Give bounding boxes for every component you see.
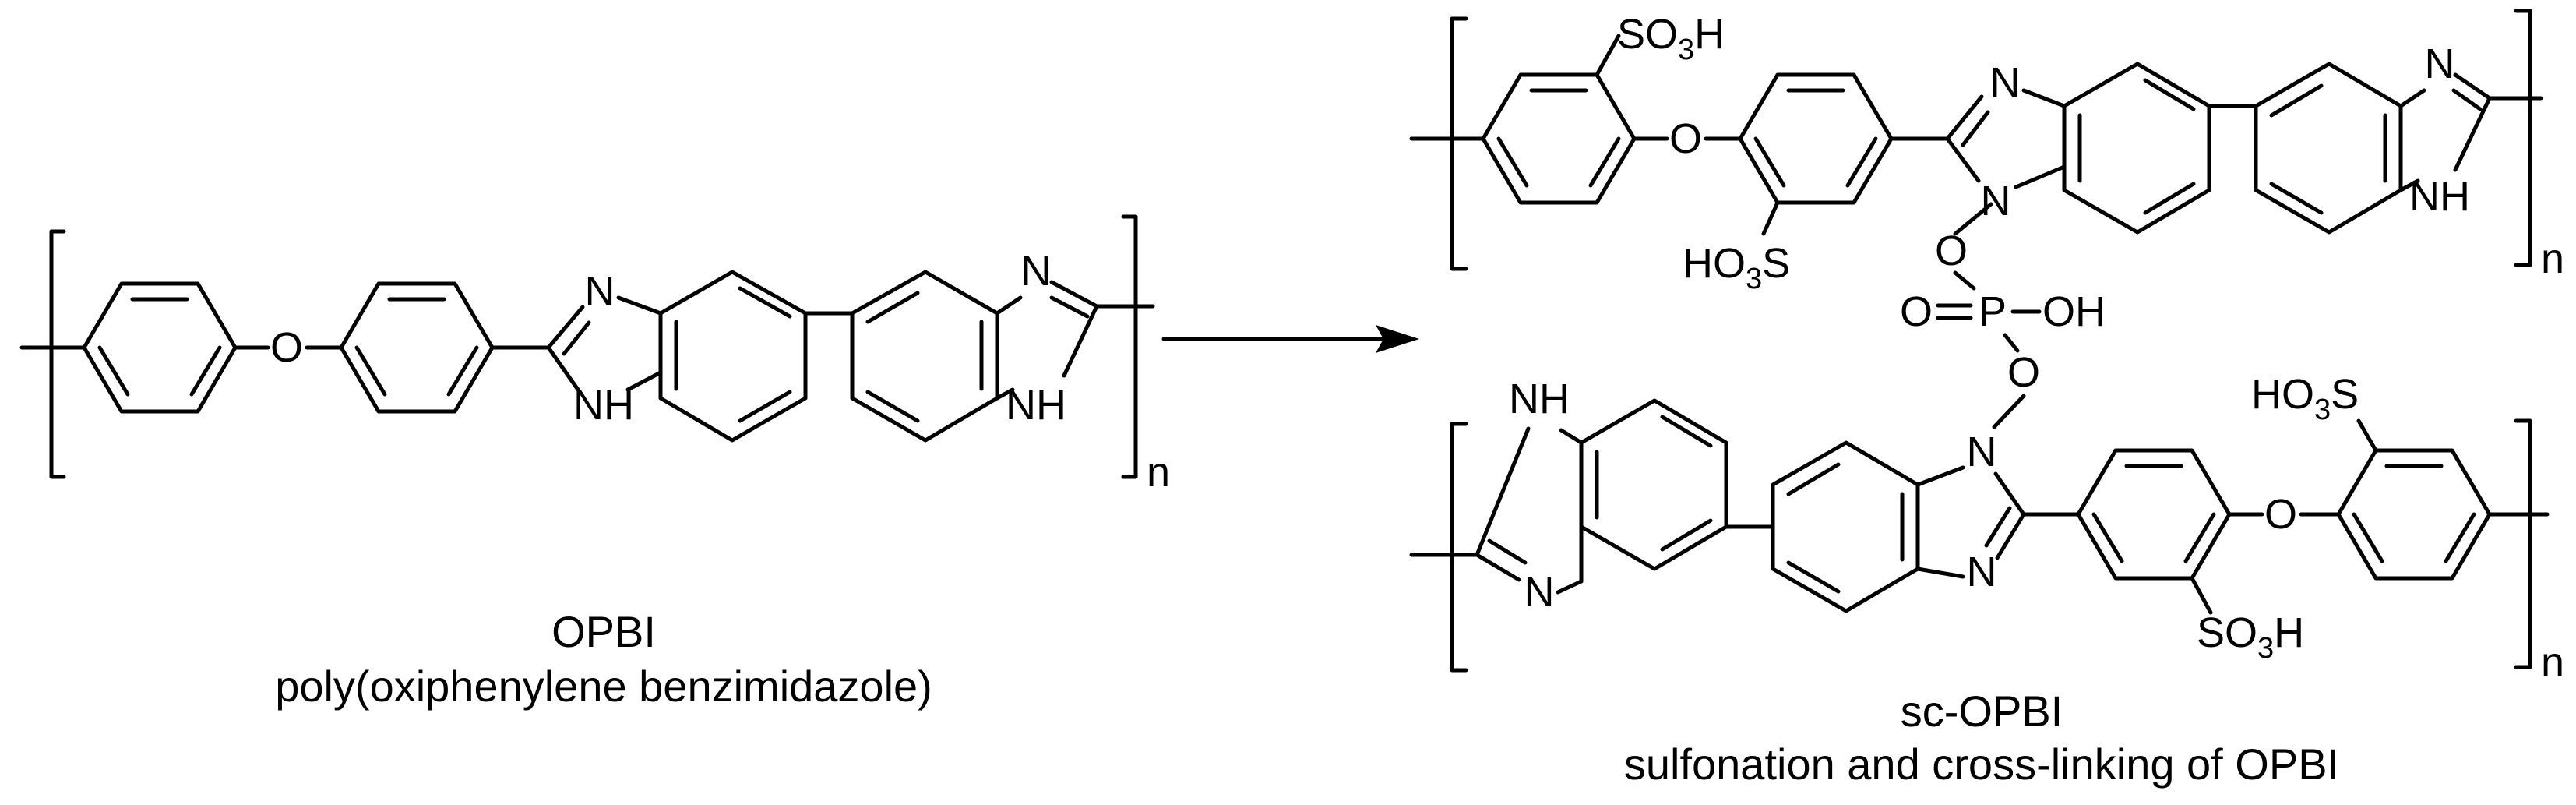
opbi-structure: O N NH N NH n bbox=[19, 214, 1170, 496]
opbi-imidazole-2-nh: NH bbox=[1006, 382, 1066, 429]
lower-left-bracket bbox=[1450, 422, 1468, 673]
upper-imidazole-1-n-linked: N bbox=[1981, 178, 2011, 224]
upper-imidazole-2-n: N bbox=[2425, 41, 2455, 87]
phosphate-hydroxyl: OH bbox=[2042, 288, 2106, 335]
lower-so3h-text: SO3H bbox=[2197, 609, 2304, 665]
sc-opbi-description: sulfonation and cross-linking of OPBI bbox=[1624, 740, 2339, 789]
sc-opbi-lower-chain: NH N N N SO3H O bbox=[1409, 371, 2564, 686]
lower-benzo-ring-2 bbox=[1771, 440, 1920, 613]
upper-imidazole-1-n: N bbox=[1990, 59, 2021, 106]
sc-opbi-name: sc-OPBI bbox=[1901, 687, 2063, 736]
opbi-imidazole-2-n: N bbox=[1021, 248, 1052, 295]
crosslink-oxygen-upper: O bbox=[1935, 228, 1968, 274]
upper-ho3s-label: HO3S bbox=[1683, 240, 1790, 295]
upper-benzo-ring-2 bbox=[2254, 62, 2403, 235]
arrow-head bbox=[1376, 325, 1419, 353]
lower-so3h-label: SO3H bbox=[2197, 609, 2304, 665]
reaction-arrow bbox=[1161, 325, 1419, 353]
opbi-right-bracket bbox=[1121, 214, 1138, 479]
upper-right-bracket bbox=[2514, 9, 2532, 267]
lower-imidazole-2-n-linked: N bbox=[1967, 429, 1997, 475]
upper-so3h-label: SO3H bbox=[1617, 11, 1725, 66]
opbi-benzo-ring-1 bbox=[658, 270, 808, 443]
opbi-left-bracket bbox=[49, 229, 66, 479]
opbi-phenyl-ring-2 bbox=[339, 281, 495, 414]
lower-benzo-ring-1 bbox=[1579, 398, 1728, 571]
upper-left-bracket bbox=[1450, 16, 1468, 271]
phosphate-crosslink: O O P OH O bbox=[1900, 202, 2106, 429]
lower-phenyl-ring-c bbox=[2076, 448, 2232, 581]
phosphate-double-oxygen: O bbox=[1900, 288, 1933, 335]
upper-benzo-ring-1 bbox=[2062, 62, 2211, 235]
lower-repeat-n: n bbox=[2541, 639, 2564, 686]
upper-so3h-text: SO3H bbox=[1617, 11, 1725, 66]
lower-phenyl-ring-d bbox=[2336, 448, 2492, 581]
lower-ho3s-text: HO3S bbox=[2251, 371, 2359, 426]
upper-phenyl-ring-a bbox=[1481, 72, 1637, 205]
opbi-name: OPBI bbox=[551, 607, 656, 656]
crosslink-oxygen-lower: O bbox=[2007, 349, 2040, 396]
opbi-benzo-ring-2 bbox=[850, 270, 999, 443]
opbi-ether-oxygen: O bbox=[270, 324, 303, 371]
lower-right-bracket bbox=[2514, 418, 2532, 669]
upper-ether-oxygen: O bbox=[1669, 115, 1702, 162]
lower-ho3s-label: HO3S bbox=[2251, 371, 2359, 426]
opbi-imidazole-1-n: N bbox=[585, 268, 615, 315]
sc-opbi-upper-chain: SO3H O HO3S N N N NH bbox=[1409, 9, 2564, 295]
upper-repeat-n: n bbox=[2541, 235, 2564, 282]
opbi-full-name: poly(oxiphenylene benzimidazole) bbox=[275, 662, 932, 711]
lower-imidazole-1-n: N bbox=[1524, 569, 1555, 616]
upper-phenyl-ring-b bbox=[1738, 72, 1894, 205]
lower-ether-oxygen: O bbox=[2264, 491, 2297, 538]
opbi-repeat-n: n bbox=[1147, 449, 1170, 496]
lower-imidazole-2-n: N bbox=[1967, 549, 1997, 595]
opbi-imidazole-1-nh: NH bbox=[573, 382, 634, 429]
lower-imidazole-1-nh: NH bbox=[1509, 376, 1570, 422]
phosphorus-atom: P bbox=[1979, 288, 2007, 335]
upper-ho3s-text: HO3S bbox=[1683, 240, 1790, 295]
opbi-phenyl-ring-1 bbox=[82, 281, 238, 414]
